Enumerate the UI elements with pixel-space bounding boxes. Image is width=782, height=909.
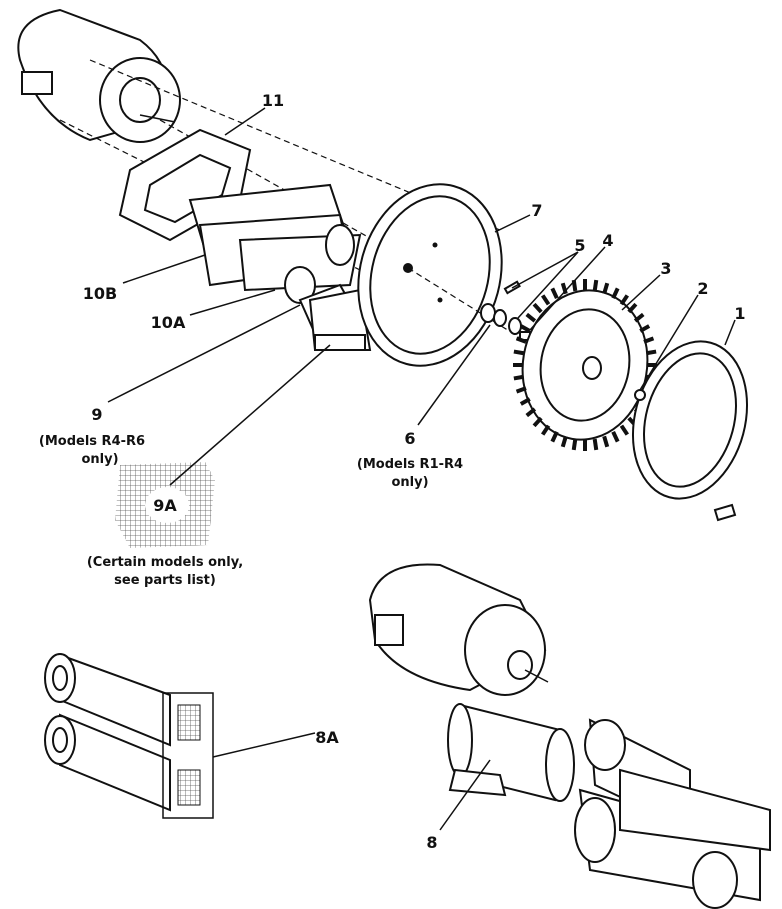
- impeller-blade: [532, 416, 543, 428]
- impeller-blade: [525, 312, 537, 323]
- impeller-blade: [571, 438, 578, 451]
- impeller-blade: [633, 312, 645, 323]
- label-part-3: 3: [660, 259, 671, 278]
- label-part-4: 4: [602, 231, 613, 250]
- impeller-blade: [541, 424, 551, 436]
- impeller-blade: [643, 336, 655, 344]
- impeller-blade: [550, 287, 559, 300]
- impeller-blade: [645, 349, 657, 356]
- impeller-blade: [627, 302, 638, 314]
- top-motor: [17, 8, 181, 143]
- impeller-blade: [513, 374, 525, 381]
- impeller-blade: [532, 302, 543, 314]
- impeller-blade: [619, 424, 629, 436]
- label-part-9-note-line1: (Models R4-R6: [39, 434, 145, 449]
- impeller-blade: [592, 279, 599, 292]
- impeller-blade: [611, 287, 620, 300]
- label-part-5: 5: [574, 236, 585, 255]
- impeller-blade: [519, 397, 531, 406]
- impeller-blade: [592, 438, 599, 451]
- label-part-9a: 9A: [153, 496, 177, 515]
- label-part-6-note-line2: only): [391, 475, 428, 490]
- bottom-motor: [368, 563, 549, 696]
- impeller-blade: [513, 349, 525, 356]
- impeller-blade: [639, 324, 651, 333]
- filter-elements: [188, 183, 362, 292]
- filter-cartridges-8a: [44, 653, 214, 819]
- label-part-9a-note-line2: see parts list): [114, 573, 216, 588]
- label-part-9: 9: [91, 405, 102, 424]
- impeller-blade: [541, 294, 551, 306]
- impeller-blade: [602, 435, 610, 448]
- label-part-8: 8: [426, 833, 437, 852]
- impeller-blade: [560, 435, 568, 448]
- label-part-6-note-line1: (Models R1-R4: [357, 457, 463, 472]
- impeller-blade: [619, 294, 629, 306]
- impeller-blade: [550, 430, 559, 443]
- label-part-9a-note-line1: (Certain models only,: [87, 555, 243, 570]
- label-part-9-note-line2: only): [81, 452, 118, 467]
- impeller-blade: [519, 324, 531, 333]
- label-part-6: 6: [404, 429, 415, 448]
- impeller-blade: [602, 282, 610, 295]
- label-part-11: 11: [262, 91, 284, 110]
- bottom-muffler-and-filters: [447, 703, 771, 909]
- washers-and-key: [480, 280, 531, 341]
- blower-cover: [631, 340, 749, 522]
- label-part-1: 1: [734, 304, 745, 323]
- impeller-blade: [515, 386, 527, 394]
- impeller-blade: [515, 336, 527, 344]
- leader-lines: [107, 107, 736, 831]
- impeller-blade: [611, 430, 620, 443]
- label-part-10b: 10B: [83, 284, 117, 303]
- label-part-10a: 10A: [151, 313, 186, 332]
- label-part-7: 7: [531, 201, 542, 220]
- label-part-2: 2: [697, 279, 708, 298]
- blower-housing: [308, 183, 503, 367]
- label-part-8a: 8A: [315, 728, 339, 747]
- impeller-blade: [525, 407, 537, 418]
